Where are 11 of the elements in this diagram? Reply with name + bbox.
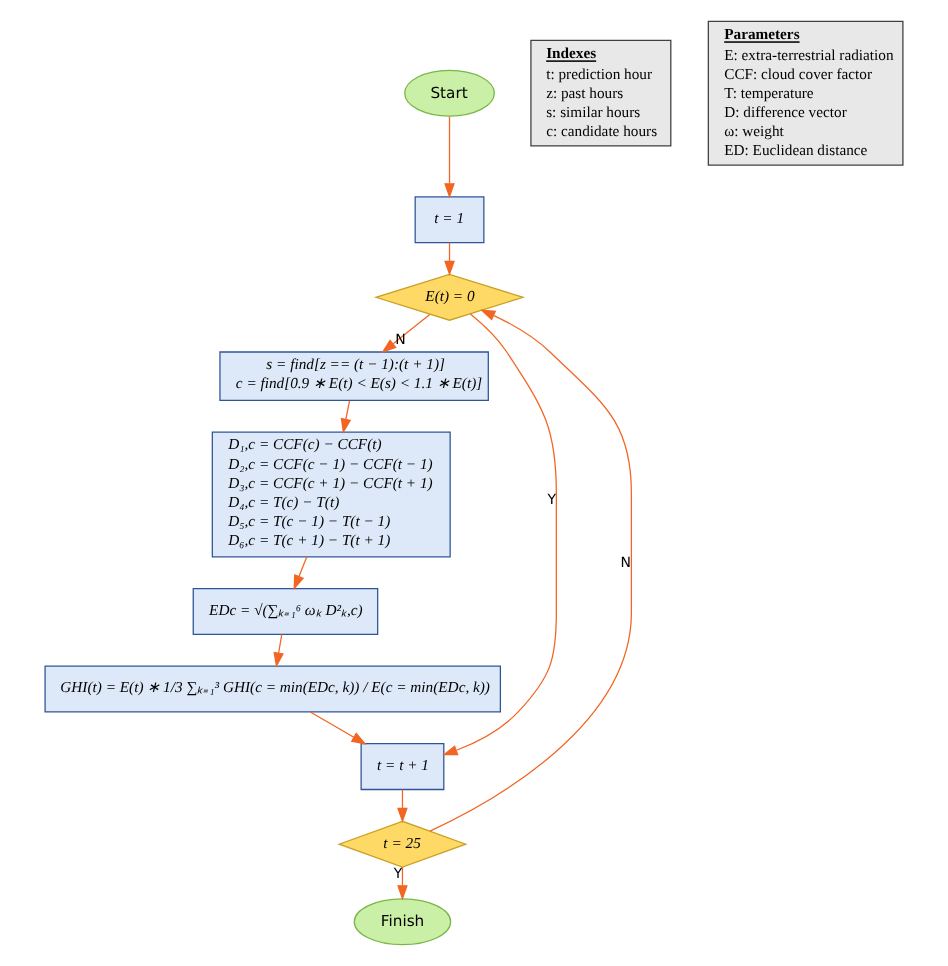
arrow (381, 313, 431, 354)
arrow (444, 116, 455, 199)
arrow (442, 313, 557, 756)
arrow (429, 309, 632, 832)
arrow (293, 556, 308, 591)
arrow (273, 633, 284, 668)
arrow (444, 242, 455, 277)
arrow (309, 711, 367, 745)
arrow (340, 400, 352, 434)
arrow (397, 788, 408, 823)
arrow (397, 866, 408, 901)
